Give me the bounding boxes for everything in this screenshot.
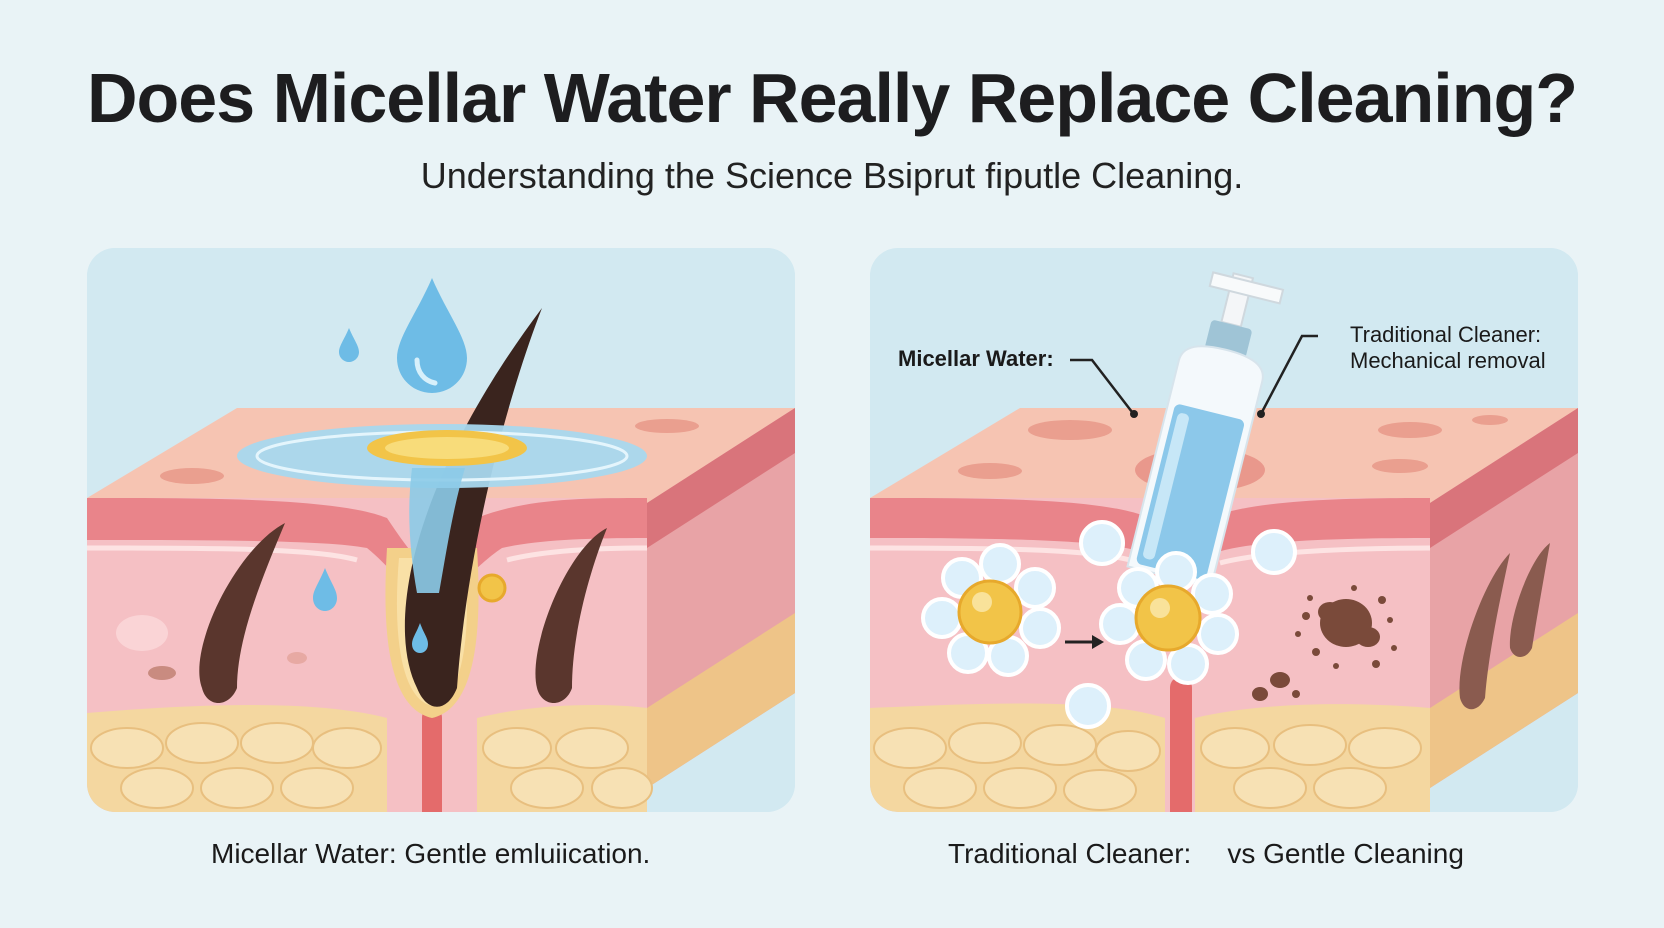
page-title: Does Micellar Water Really Replace Clean…: [86, 59, 1578, 137]
traditional-skin-illustration: [870, 248, 1578, 812]
oil-droplet: [477, 573, 507, 603]
label-micellar-water: Micellar Water:: [898, 346, 1054, 371]
micellar-skin-illustration: [87, 248, 795, 812]
water-drop-left: [313, 568, 337, 611]
micelle-cluster-left: [921, 543, 1061, 677]
label-traditional-line2: Mechanical removal: [1350, 348, 1546, 373]
micellar-water-panel: [87, 248, 795, 812]
page-subtitle: Understanding the Science Bsiprut fiputl…: [420, 155, 1244, 196]
epidermis-stripe: [87, 498, 647, 593]
water-drop-large: [397, 278, 467, 393]
water-drop-follicle: [412, 623, 428, 653]
caption-traditional-part1: Traditional Cleaner:: [948, 838, 1192, 869]
water-stream: [409, 468, 465, 593]
transition-arrow-icon: [1065, 635, 1104, 649]
caption-traditional-part2: vs Gentle Cleaning: [1227, 838, 1464, 869]
label-traditional-line1: Traditional Cleaner:: [1350, 322, 1542, 347]
dirt-particles: [1252, 585, 1397, 701]
side-hair: [1509, 543, 1550, 657]
central-hair: [404, 308, 542, 707]
water-drop-small: [339, 328, 359, 362]
traditional-cleaner-panel: Micellar Water: Traditional Cleaner: Mec…: [870, 248, 1578, 812]
micelle-cluster-right: [1099, 551, 1239, 685]
label-traditional-cleaner: Traditional Cleaner: Mechanical removal: [1350, 322, 1546, 374]
side-hair-right: [535, 528, 607, 703]
caption-micellar: Micellar Water: Gentle emluiication.: [211, 838, 651, 869]
caption-traditional: Traditional Cleaner: vs Gentle Cleaning: [948, 838, 1464, 870]
loose-micelles: [1065, 520, 1297, 729]
cleanser-bottle: [1126, 271, 1285, 589]
side-hair: [1459, 553, 1510, 710]
side-hair-left: [199, 523, 285, 703]
